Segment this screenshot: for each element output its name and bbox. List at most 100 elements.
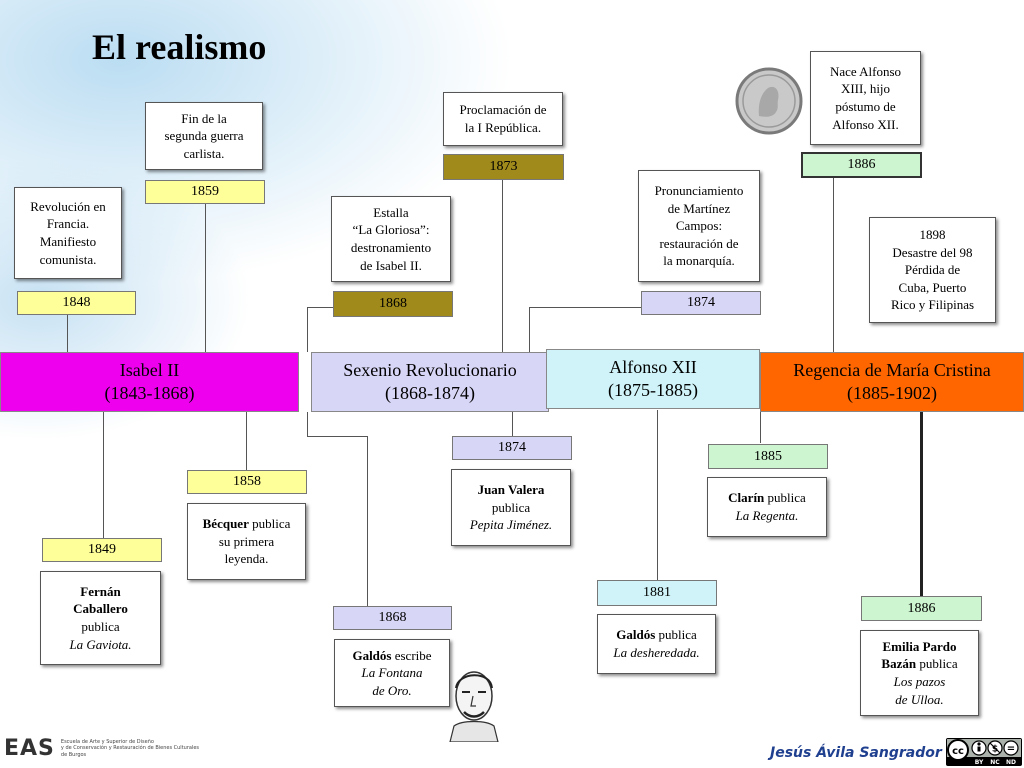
event-text-line: destronamiento: [350, 240, 432, 255]
event-text-line: Alfonso XII.: [832, 116, 899, 132]
year-label-1849: 1849: [42, 538, 162, 562]
event-text-line: 1898: [919, 227, 946, 243]
event-text-line: de Martínez: [667, 200, 731, 216]
work-title: de Oro.: [372, 682, 412, 698]
period-alfonso-xii: Alfonso XII (1875-1885): [546, 349, 760, 409]
year-label-1868-bottom: 1868: [333, 606, 452, 630]
connector-line: [67, 314, 68, 352]
connector-line: [205, 204, 206, 352]
event-text-line: póstumo de: [835, 99, 896, 114]
event-text-line: Proclamación de: [459, 102, 547, 118]
event-text-line: Campos:: [675, 218, 723, 234]
event-1859-text: Fin de la segunda guerra carlista.: [145, 102, 263, 170]
school-name-line: de Burgos: [60, 751, 87, 758]
year-label-1868-top: 1868: [333, 291, 453, 317]
connector-line: [502, 180, 503, 352]
connector-line: [246, 412, 247, 470]
page-title: El realismo: [92, 27, 267, 67]
event-1848-text: Revolución en Francia. Manifiesto comuni…: [14, 187, 122, 279]
creative-commons-license-icon: cc $ = BY NC ND: [946, 738, 1022, 766]
year-label-1858: 1858: [187, 470, 307, 494]
year-label-1859: 1859: [145, 180, 265, 204]
event-text-line: Fin de la: [181, 110, 227, 126]
event-text-line: la monarquía.: [663, 253, 735, 269]
period-sexenio-revolucionario: Sexenio Revolucionario (1868-1874): [311, 352, 549, 412]
author-name: Bécquer: [202, 516, 249, 532]
event-text-line: Pérdida de: [904, 262, 961, 278]
event-1874-restauracion-text: Pronunciamiento de Martínez Campos: rest…: [638, 170, 760, 282]
event-text-line: Francia.: [46, 216, 90, 232]
year-label-1874-bottom: 1874: [452, 436, 572, 460]
event-text-line: su primera: [218, 533, 275, 549]
work-title: de Ulloa.: [895, 691, 944, 707]
connector-line: [512, 412, 513, 436]
period-isabel-ii: Isabel II (1843-1868): [0, 352, 299, 412]
event-1858-text: Bécquer publica su primera leyenda.: [187, 503, 306, 580]
period-years: (1868-1874): [385, 383, 475, 403]
event-text-line: la I República.: [464, 120, 542, 135]
portrait-sketch-image: [449, 671, 499, 742]
event-1898-text: 1898 Desastre del 98 Pérdida de Cuba, Pu…: [869, 217, 996, 323]
event-verb: publica: [919, 656, 958, 672]
period-years: (1843-1868): [104, 383, 195, 403]
period-name: Regencia de María Cristina: [793, 359, 991, 380]
connector-line: [307, 436, 368, 437]
work-title: La desheredada.: [613, 645, 700, 660]
event-text-line: Revolución en: [30, 198, 106, 214]
year-label-1848: 1848: [17, 291, 136, 315]
year-label-1874-top: 1874: [641, 291, 761, 315]
period-name: Alfonso XII: [609, 356, 697, 377]
connector-line: [307, 307, 333, 308]
event-1881-galdos-text: Galdós publica La desheredada.: [597, 614, 716, 674]
author-name: Fernán: [80, 583, 121, 599]
school-logo-letters: EAS: [4, 736, 55, 761]
event-1868-gloriosa-text: Estalla “La Gloriosa”: destronamiento de…: [331, 196, 451, 282]
event-text-line: Pronunciamiento: [654, 183, 744, 199]
event-text-line: Galdós publica: [616, 626, 697, 644]
author-name: Juan Valera: [477, 482, 545, 498]
connector-line: [367, 436, 368, 606]
event-text-line: Clarín publica: [728, 489, 806, 507]
connector-line: [920, 404, 923, 596]
work-title: La Fontana: [361, 665, 423, 681]
author-name: Clarín: [728, 490, 765, 506]
event-verb: escribe: [394, 647, 432, 663]
school-name-line: Escuela de Arte y Superior de Diseño: [60, 739, 154, 746]
connector-line: [657, 410, 658, 580]
year-label-1881: 1881: [597, 580, 717, 606]
year-label-1886-top: 1886: [801, 152, 922, 178]
cc-tag: ND: [1006, 759, 1016, 766]
event-1873-text: Proclamación de la I República.: [443, 92, 563, 146]
author-name: Caballero: [73, 601, 128, 617]
period-name: Isabel II: [119, 359, 180, 380]
year-label-1885: 1885: [708, 444, 828, 469]
event-1886-alfonso-xiii-text: Nace Alfonso XIII, hijo póstumo de Alfon…: [810, 51, 921, 145]
connector-line: [833, 177, 834, 352]
event-text-line: XIII, hijo: [840, 81, 891, 97]
year-label-1886-bottom: 1886: [861, 596, 982, 621]
event-text-line: “La Gloriosa”:: [352, 222, 430, 238]
svg-text:=: =: [1007, 744, 1015, 755]
work-title: Pepita Jiménez.: [469, 517, 553, 533]
cc-tag: BY: [975, 759, 984, 766]
event-1874-valera-text: Juan Valera publica Pepita Jiménez.: [451, 469, 571, 546]
year-label-1873: 1873: [443, 154, 564, 180]
cc-main-label: cc: [952, 746, 964, 757]
period-regencia-maria-cristina: Regencia de María Cristina (1885-1902): [760, 352, 1024, 412]
work-title: La Gaviota.: [69, 636, 132, 652]
event-verb: publica: [252, 516, 291, 532]
event-text-line: segunda guerra: [164, 128, 244, 144]
connector-line: [103, 412, 104, 538]
author-name: Emilia Pardo: [882, 638, 957, 654]
event-text-line: Bécquer publica: [203, 515, 291, 533]
event-text-line: comunista.: [39, 251, 97, 267]
event-text-line: Estalla: [373, 204, 409, 220]
author-name: Bazán: [881, 656, 917, 672]
period-years: (1875-1885): [608, 380, 698, 400]
event-text-line: Manifiesto: [39, 234, 97, 249]
event-verb: publica: [491, 499, 531, 515]
event-text-line: Galdós escribe: [352, 647, 431, 665]
event-text-line: Desastre del 98: [892, 244, 973, 260]
author-name: Galdós: [616, 627, 656, 643]
event-verb: publica: [767, 490, 806, 506]
